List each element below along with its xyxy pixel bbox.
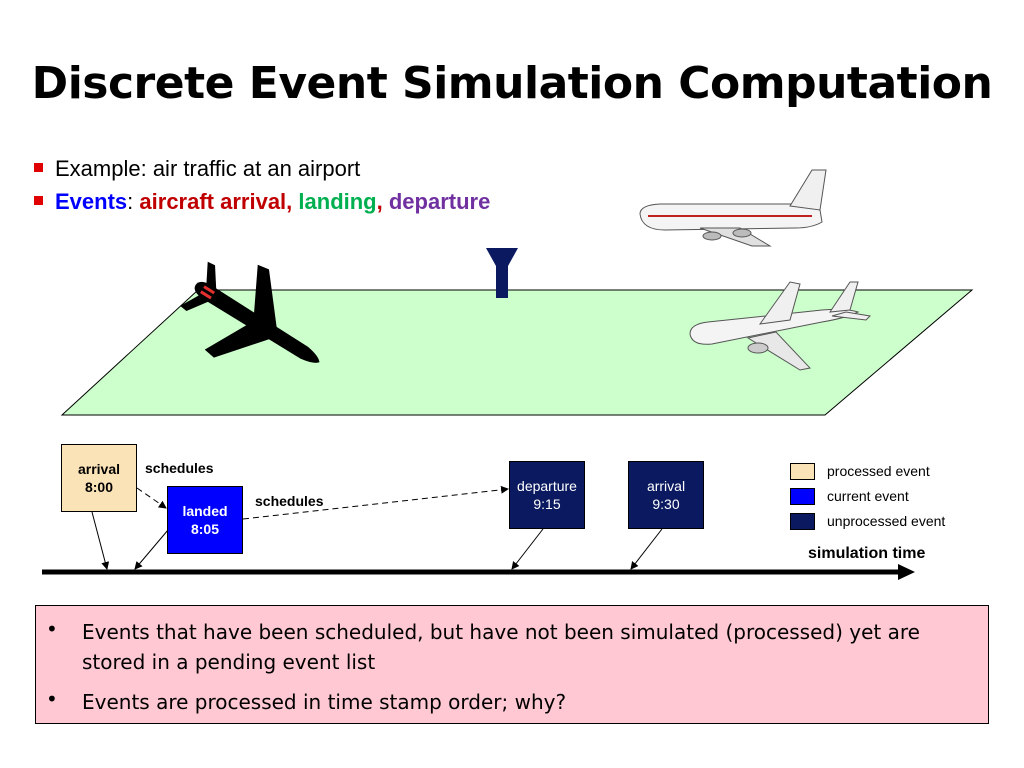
event-time: 9:30 (652, 496, 680, 512)
event-time: 8:05 (190, 521, 220, 537)
note-text: Events are processed in time stamp order… (82, 690, 567, 714)
event-name: departure (517, 478, 577, 494)
bullet-square-icon (34, 196, 43, 205)
event-pointer-arrival-1 (91, 511, 110, 570)
slide-title: Discrete Event Simulation Computation (31, 58, 993, 109)
legend-swatch (790, 488, 815, 505)
legend-label: unprocessed event (827, 513, 946, 529)
taxiing-aircraft-icon (689, 281, 872, 371)
event-type-arrival: aircraft arrival (139, 189, 287, 214)
event-separator: , (376, 189, 389, 214)
legend-label: processed event (827, 463, 930, 479)
legend-label: current event (827, 488, 909, 504)
bullet-dot-icon: • (46, 687, 58, 711)
control-tower-icon (486, 248, 518, 298)
event-box-arrival-unprocessed: arrival 9:30 (628, 461, 704, 529)
notes-box: • Events that have been scheduled, but h… (35, 605, 989, 724)
event-pointer-arrival-2 (630, 528, 663, 570)
bullet-example: Example: air traffic at an airport (34, 156, 360, 182)
axis-arrowhead-icon (898, 564, 915, 580)
event-box-departure-unprocessed: departure 9:15 (509, 461, 585, 529)
note-text: Events that have been scheduled, but hav… (82, 620, 920, 674)
event-box-landed-current: landed 8:05 (167, 486, 243, 554)
event-pointer-departure (511, 528, 544, 570)
bullet-example-text: Example: air traffic at an airport (55, 156, 361, 181)
event-type-landing: landing (298, 189, 377, 214)
event-name: arrival (77, 461, 121, 477)
departing-aircraft-icon (639, 169, 827, 247)
axis-label: simulation time (808, 545, 926, 562)
event-time: 9:15 (533, 496, 561, 512)
legend-swatch (790, 463, 815, 480)
event-separator: , (286, 189, 299, 214)
landing-aircraft-icon (180, 261, 320, 363)
legend-swatch (790, 513, 815, 530)
schedules-arrow-2 (242, 485, 509, 520)
events-colon: : (127, 189, 134, 214)
bullet-dot-icon: • (46, 617, 58, 641)
events-label: Events (55, 189, 128, 214)
event-pointer-landed (134, 529, 169, 570)
event-box-arrival-processed: arrival 8:00 (61, 444, 137, 512)
event-type-departure: departure (388, 189, 491, 214)
schedules-label: schedules (255, 493, 324, 509)
bullet-square-icon (34, 163, 43, 172)
bullet-events: Events: aircraft arrival, landing, depar… (34, 189, 490, 215)
schedules-arrow-1 (136, 487, 167, 509)
event-time: 8:00 (84, 479, 114, 495)
event-name: landed (182, 503, 228, 519)
schedules-label: schedules (145, 460, 214, 476)
event-name: arrival (646, 478, 686, 494)
